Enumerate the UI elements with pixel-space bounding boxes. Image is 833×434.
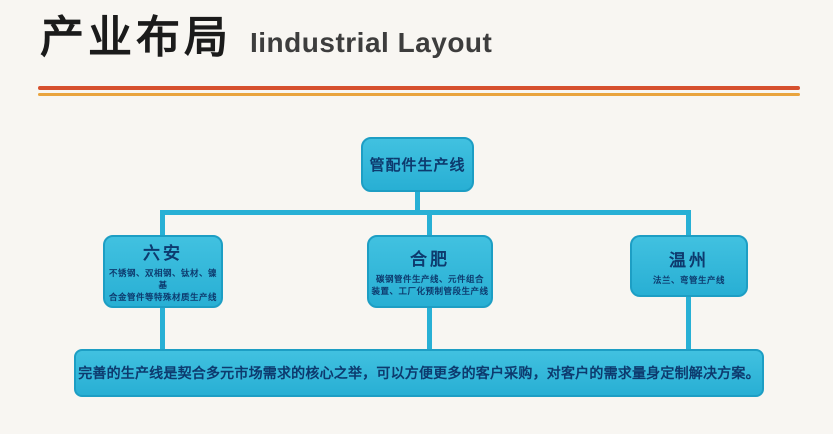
node-hefei: 合肥 碳钢管件生产线、元件组合 装置、工厂化预制管段生产线 — [367, 235, 493, 308]
title-chinese: 产业布局 — [40, 13, 232, 62]
node-luan-description: 不锈钢、双相钢、钛材、镍基 合金管件等特殊材质生产线 — [108, 268, 217, 302]
underline-bottom-line — [38, 93, 800, 96]
connector-horizontal — [161, 210, 691, 215]
page-title: 产业布局 Iindustrial Layout — [40, 13, 493, 62]
node-hefei-description: 碳钢管件生产线、元件组合 装置、工厂化预制管段生产线 — [371, 274, 489, 296]
node-hefei-label: 合肥 — [410, 250, 450, 270]
connector-wenzhou-to-banner — [686, 296, 691, 350]
node-luan-label: 六安 — [143, 244, 183, 264]
connector-luan-to-banner — [160, 307, 165, 350]
node-pipe-fittings-line: 管配件生产线 — [361, 137, 474, 192]
connector-drop-hefei — [427, 210, 432, 237]
connector-drop-luan — [160, 210, 165, 237]
summary-banner: 完善的生产线是契合多元市场需求的核心之举，可以方便更多的客户采购，对客户的需求量… — [74, 349, 764, 397]
node-wenzhou-label: 温州 — [669, 250, 709, 270]
node-wenzhou-description: 法兰、弯管生产线 — [652, 274, 725, 285]
underline-top-line — [38, 86, 800, 90]
connector-root-vertical — [415, 192, 420, 212]
connector-drop-wenzhou — [686, 210, 691, 237]
title-english: Iindustrial Layout — [250, 27, 493, 58]
connector-hefei-to-banner — [427, 307, 432, 350]
node-pipe-fittings-label: 管配件生产线 — [369, 157, 466, 174]
node-wenzhou: 温州 法兰、弯管生产线 — [630, 235, 748, 297]
node-luan: 六安 不锈钢、双相钢、钛材、镍基 合金管件等特殊材质生产线 — [103, 235, 223, 308]
title-underline — [38, 86, 800, 96]
